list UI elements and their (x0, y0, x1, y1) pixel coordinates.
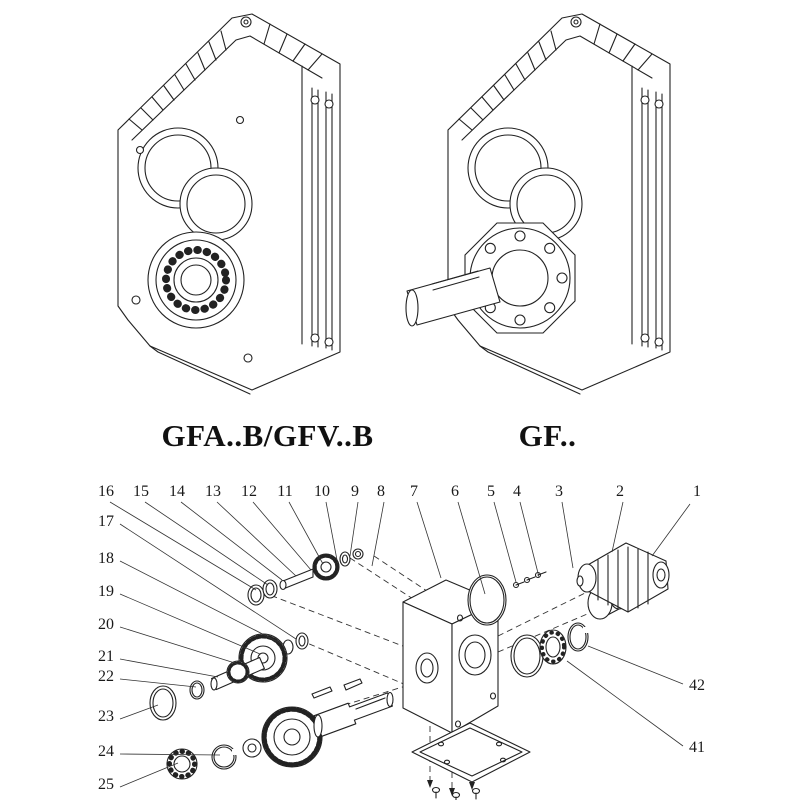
part-callout-13: 13 (205, 483, 221, 500)
exploded-input-parts (247, 548, 364, 606)
part-callout-19: 19 (98, 583, 114, 600)
part-callout-18: 18 (98, 550, 114, 567)
exploded-motor-side-parts (467, 542, 670, 678)
part-callout-5: 5 (487, 483, 495, 500)
exploded-view-drawing (109, 501, 691, 800)
part-callout-2: 2 (616, 483, 624, 500)
figure-caption-gf: GF.. (518, 418, 577, 453)
part-callout-16: 16 (98, 483, 114, 500)
part-callout-21: 21 (98, 648, 114, 665)
part-callout-22: 22 (98, 668, 114, 685)
part-callout-17: 17 (98, 513, 114, 530)
part-callout-6: 6 (451, 483, 459, 500)
part-callout-10: 10 (314, 483, 330, 500)
part-callout-8: 8 (377, 483, 385, 500)
part-callout-41: 41 (689, 739, 705, 756)
figure-caption-gfab: GFA..B/GFV..B (161, 418, 374, 453)
exploded-baseplate (411, 722, 531, 800)
part-callout-7: 7 (410, 483, 418, 500)
part-callout-23: 23 (98, 708, 114, 725)
part-callout-15: 15 (133, 483, 149, 500)
part-callout-42: 42 (689, 677, 705, 694)
exploded-intermediate-parts (189, 632, 309, 700)
part-callout-25: 25 (98, 776, 114, 793)
exploded-output-parts (149, 678, 394, 780)
part-callout-11: 11 (277, 483, 293, 500)
part-callout-3: 3 (555, 483, 563, 500)
part-callout-12: 12 (241, 483, 257, 500)
illustration-gfab (117, 13, 341, 395)
part-callout-24: 24 (98, 743, 114, 760)
part-callout-1: 1 (693, 483, 701, 500)
illustration-gf (405, 13, 671, 395)
part-callout-20: 20 (98, 616, 114, 633)
exploded-housing (402, 579, 499, 734)
part-callout-4: 4 (513, 483, 521, 500)
part-callout-14: 14 (169, 483, 185, 500)
callout-leader-lines (109, 501, 691, 788)
part-callout-9: 9 (351, 483, 359, 500)
